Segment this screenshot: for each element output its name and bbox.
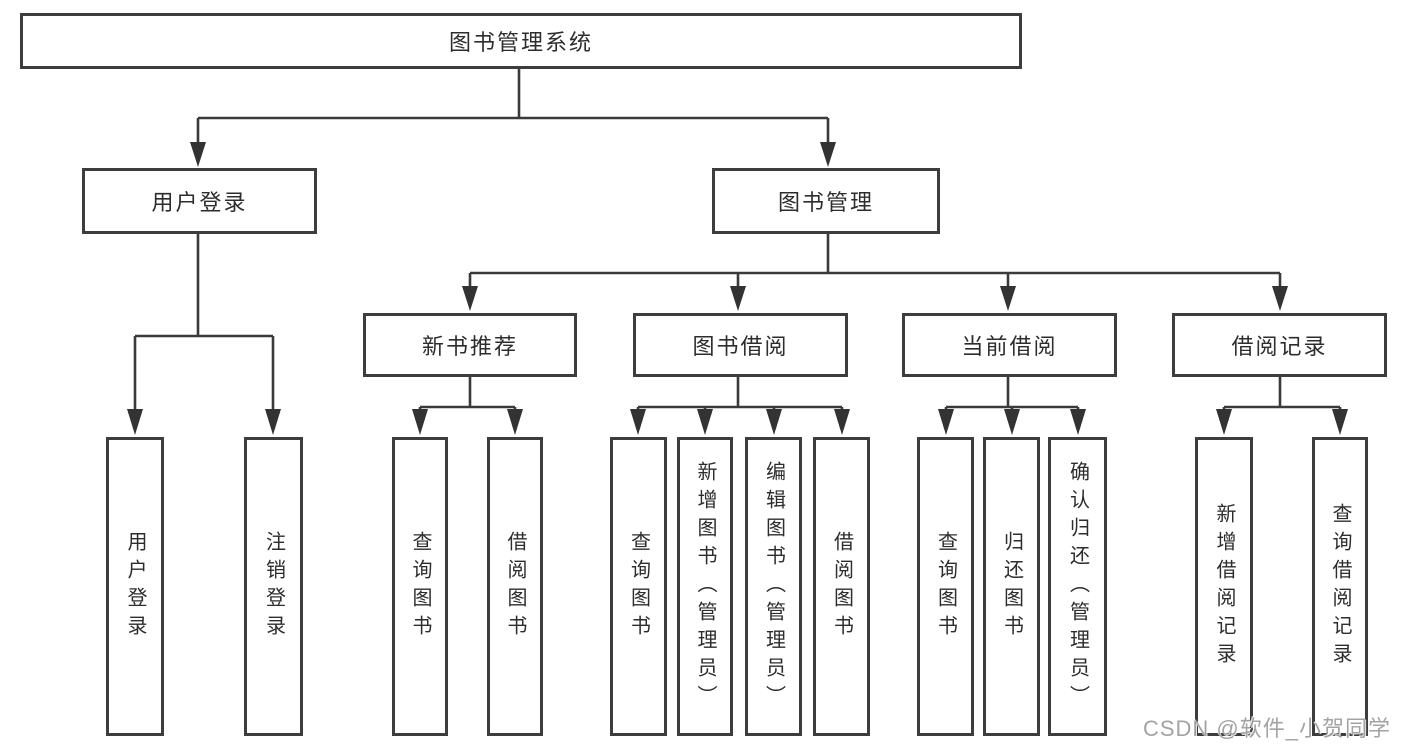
arrow-bb-query (630, 409, 646, 435)
node-user-login: 用户登录 (82, 168, 317, 234)
arrow-book-borrow (730, 286, 746, 311)
arrow-bb-edit (766, 409, 782, 435)
arrow-br-add (1216, 409, 1232, 435)
leaf-borrow-edit-admin: 编辑图书（管理员） (745, 437, 802, 736)
arrow-cb-confirm (1070, 409, 1086, 435)
node-new-book-recommend: 新书推荐 (363, 313, 577, 377)
csdn-watermark: CSDN @软件_小贺同学 (1142, 716, 1391, 741)
leaf-current-confirm-admin: 确认归还（管理员） (1048, 437, 1107, 736)
arrow-nb-query (412, 409, 428, 435)
node-borrow-record: 借阅记录 (1172, 313, 1387, 377)
arrow-book-mgmt (820, 142, 836, 167)
arrow-current-borrow (1000, 286, 1016, 311)
arrow-leaf-logout (265, 409, 281, 435)
node-book-borrow: 图书借阅 (633, 313, 848, 377)
leaf-borrow-query: 查询图书 (610, 437, 667, 736)
leaf-current-return: 归还图书 (983, 437, 1040, 736)
node-current-borrow: 当前借阅 (902, 313, 1117, 377)
arrow-br-query (1332, 409, 1348, 435)
leaf-newbook-query: 查询图书 (392, 437, 448, 736)
arrow-leaf-login (127, 409, 143, 435)
arrow-cb-query (938, 409, 954, 435)
leaf-borrow-add-admin: 新增图书（管理员） (677, 437, 733, 736)
leaf-newbook-borrow: 借阅图书 (487, 437, 543, 736)
arrow-nb-borrow (507, 409, 523, 435)
arrow-cb-return (1004, 409, 1020, 435)
leaf-current-query: 查询图书 (917, 437, 974, 736)
arrow-user-login (190, 142, 206, 167)
arrow-bb-add (697, 409, 713, 435)
node-book-management: 图书管理 (712, 168, 940, 234)
leaf-user-login: 用户登录 (106, 437, 164, 736)
leaf-record-query: 查询借阅记录 (1312, 437, 1368, 736)
arrow-bb-borrow (834, 409, 850, 435)
arrow-borrow-record (1272, 286, 1288, 311)
leaf-logout: 注销登录 (244, 437, 303, 736)
leaf-borrow-borrow: 借阅图书 (813, 437, 870, 736)
leaf-record-add: 新增借阅记录 (1195, 437, 1253, 736)
node-root-system: 图书管理系统 (20, 13, 1022, 69)
arrow-new-book (462, 286, 478, 311)
